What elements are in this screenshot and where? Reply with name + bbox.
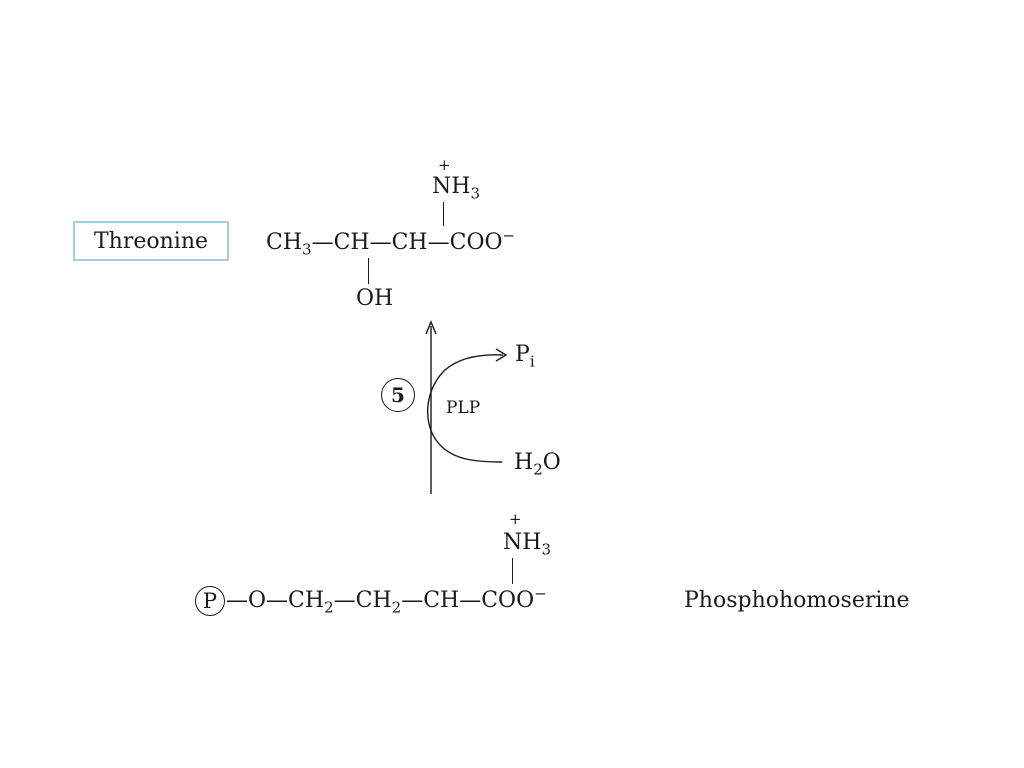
threonine-hydroxyl-group: OH (356, 286, 394, 311)
released-phosphate: Pi (515, 342, 535, 371)
threonine-label: Threonine (73, 221, 229, 261)
cofactor-label: PLP (446, 398, 481, 418)
threonine-backbone: CH3—CH—CH—COO− (266, 226, 516, 259)
substrate-backbone: —O—CH2—CH2—CH—COO− (226, 584, 547, 617)
consumed-water: H2O (514, 450, 561, 479)
threonine-name: Threonine (93, 228, 209, 254)
side-curve-arrow-head (495, 348, 508, 362)
threonine-hydroxyl-bond (368, 258, 369, 284)
substrate-amine-charge: + (509, 510, 522, 528)
threonine-amine-charge: + (438, 156, 451, 174)
step-number-badge: 5 (381, 378, 415, 412)
threonine-amine-bond (443, 202, 444, 226)
reaction-arrow-head (425, 320, 437, 335)
substrate-amine-bond (512, 558, 513, 584)
substrate-amine-group: NH3 (503, 530, 551, 559)
substrate-name: Phosphohomoserine (684, 588, 910, 613)
phosphate-circle: P (195, 586, 225, 616)
threonine-amine-group: NH3 (432, 174, 480, 203)
side-curve-arrow (426, 354, 504, 463)
